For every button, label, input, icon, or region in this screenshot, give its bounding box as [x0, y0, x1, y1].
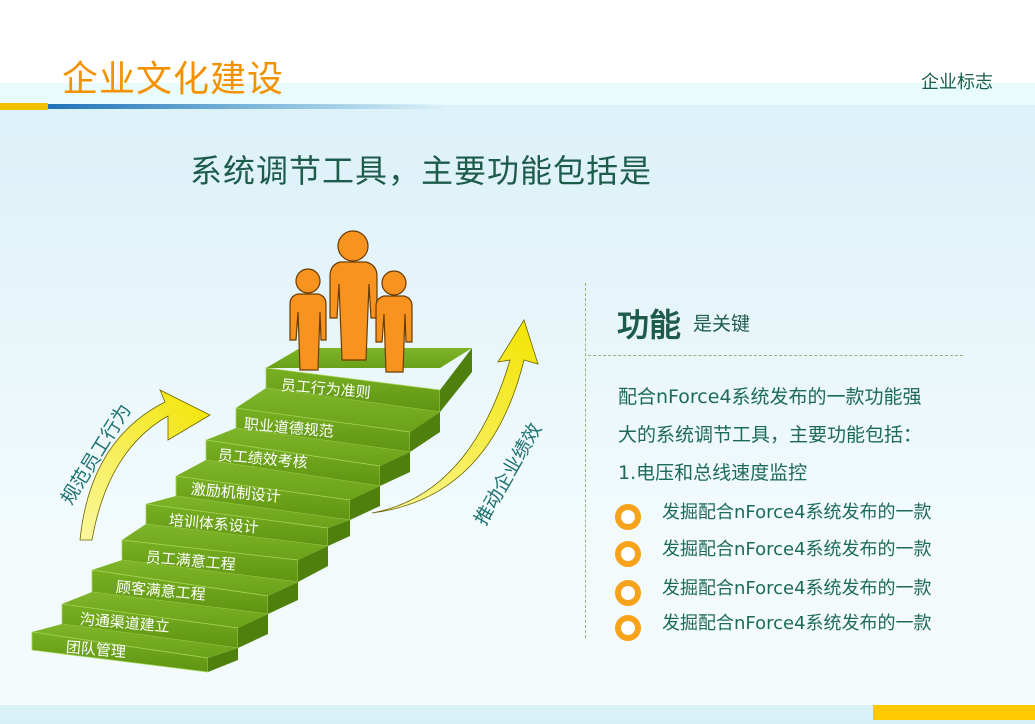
page-title: 企业文化建设: [62, 59, 285, 100]
people-figures: [289, 230, 413, 373]
left-arrow: [79, 389, 211, 541]
function-title-suffix: 是关键: [693, 313, 751, 335]
panel-divider-vertical: [585, 283, 586, 638]
right-arrow: [371, 319, 539, 514]
header-background: [0, 0, 1035, 83]
ring-bullet-icon: [615, 615, 641, 641]
panel-divider-horizontal: [588, 355, 963, 356]
staircase-graphic: [31, 230, 539, 673]
header-rule: [48, 104, 448, 109]
bullet-text: 发掘配合nForce4系统发布的一款: [662, 578, 932, 599]
bullet-item: 发掘配合nForce4系统发布的一款: [615, 533, 965, 567]
description-line: 大的系统调节工具，主要功能包括：: [618, 424, 923, 446]
footer-band: [0, 705, 1035, 720]
header-rule-accent: [0, 103, 48, 110]
header-band: [0, 83, 1035, 105]
bullet-item: 发掘配合nForce4系统发布的一款: [615, 496, 965, 530]
bullet-text: 发掘配合nForce4系统发布的一款: [662, 613, 932, 634]
description-line: 配合nForce4系统发布的一款功能强: [618, 386, 922, 408]
footer-accent: [873, 705, 1035, 720]
company-logo-text: 企业标志: [921, 72, 993, 93]
bullet-item: 发掘配合nForce4系统发布的一款: [615, 572, 965, 606]
bullet-text: 发掘配合nForce4系统发布的一款: [662, 502, 932, 523]
staircase-illustration: 团队管理 沟通渠道建立 顾客满意工程 员工满意工程 培训体系设计 激励机制设计 …: [31, 230, 546, 673]
function-description: 配合nForce4系统发布的一款功能强 大的系统调节工具，主要功能包括： 1.电…: [618, 378, 963, 492]
bullet-item: 发掘配合nForce4系统发布的一款: [615, 607, 965, 641]
slide-subtitle: 系统调节工具，主要功能包括是: [190, 152, 653, 190]
bullet-text: 发掘配合nForce4系统发布的一款: [662, 539, 932, 560]
ring-bullet-icon: [615, 541, 641, 567]
function-title: 功能: [617, 306, 682, 344]
ring-bullet-icon: [615, 580, 641, 606]
ring-bullet-icon: [615, 504, 641, 530]
description-line: 1.电压和总线速度监控: [618, 462, 808, 484]
